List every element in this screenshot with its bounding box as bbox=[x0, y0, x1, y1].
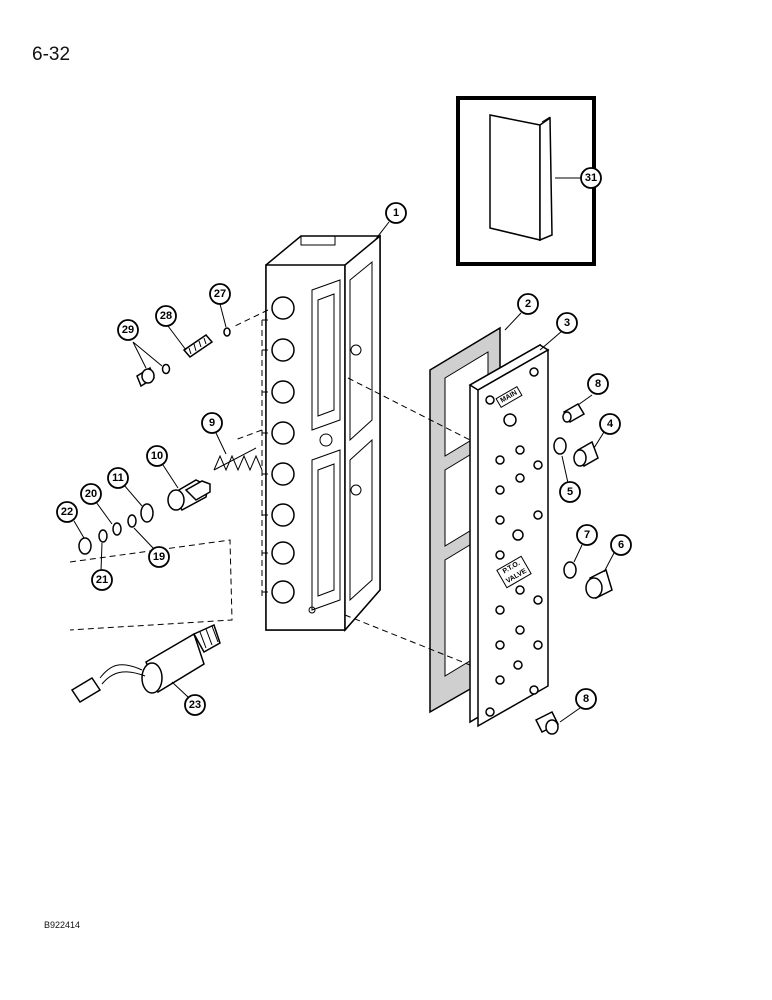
callout-8-upper: 8 bbox=[587, 373, 609, 395]
o-ring-5 bbox=[553, 437, 567, 455]
callout-19: 19 bbox=[148, 546, 170, 568]
svg-text:19: 19 bbox=[153, 551, 165, 563]
washer-19 bbox=[127, 514, 137, 528]
check-valve-insert bbox=[182, 334, 214, 358]
inset-box bbox=[456, 96, 596, 266]
svg-text:31: 31 bbox=[585, 172, 597, 184]
svg-text:8: 8 bbox=[583, 693, 589, 705]
svg-text:6: 6 bbox=[618, 539, 624, 551]
o-ring-29 bbox=[161, 363, 171, 375]
callout-9: 9 bbox=[201, 412, 223, 434]
callout-22: 22 bbox=[56, 501, 78, 523]
svg-text:9: 9 bbox=[209, 417, 215, 429]
callout-11: 11 bbox=[107, 467, 129, 489]
plate-holes bbox=[485, 367, 543, 717]
svg-text:20: 20 bbox=[85, 488, 97, 500]
bolt-8-upper bbox=[562, 402, 586, 424]
bolt-8-lower bbox=[534, 710, 560, 735]
svg-text:1: 1 bbox=[393, 207, 399, 219]
svg-text:4: 4 bbox=[607, 418, 614, 430]
svg-text:29: 29 bbox=[122, 324, 134, 336]
callout-27: 27 bbox=[209, 283, 231, 305]
cover-plate: MAIN P.T.O. VALVE bbox=[468, 343, 550, 728]
valve-body bbox=[265, 234, 381, 632]
svg-text:11: 11 bbox=[112, 472, 124, 484]
svg-text:7: 7 bbox=[584, 529, 590, 541]
callout-2: 2 bbox=[517, 293, 539, 315]
callout-23: 23 bbox=[184, 694, 206, 716]
svg-text:22: 22 bbox=[61, 506, 73, 518]
callout-5: 5 bbox=[559, 481, 581, 503]
svg-text:23: 23 bbox=[189, 699, 201, 711]
svg-text:10: 10 bbox=[151, 450, 163, 462]
spring bbox=[213, 447, 263, 472]
o-ring-27 bbox=[223, 327, 231, 337]
svg-text:5: 5 bbox=[567, 486, 573, 498]
svg-text:3: 3 bbox=[564, 317, 570, 329]
callout-1: 1 bbox=[385, 202, 407, 224]
callout-4: 4 bbox=[599, 413, 621, 435]
page-number: 6-32 bbox=[32, 44, 71, 65]
plug-4 bbox=[573, 440, 599, 468]
leader-lines bbox=[73, 177, 615, 723]
callout-10: 10 bbox=[146, 445, 168, 467]
plug bbox=[136, 366, 155, 388]
svg-text:27: 27 bbox=[214, 288, 226, 300]
figure-code: B922414 bbox=[44, 920, 81, 930]
svg-text:8: 8 bbox=[595, 378, 601, 390]
shield-part bbox=[489, 114, 553, 242]
valve-bores bbox=[271, 296, 295, 604]
callout-7: 7 bbox=[576, 524, 598, 546]
o-ring-20 bbox=[112, 522, 122, 536]
callout-31: 31 bbox=[580, 167, 602, 189]
svg-text:21: 21 bbox=[96, 574, 108, 586]
plug-6 bbox=[585, 568, 613, 600]
svg-text:28: 28 bbox=[160, 310, 172, 322]
callout-3: 3 bbox=[556, 312, 578, 334]
snap-ring bbox=[140, 503, 154, 523]
callout-20: 20 bbox=[80, 483, 102, 505]
callout-6: 6 bbox=[610, 534, 632, 556]
svg-text:2: 2 bbox=[525, 298, 531, 310]
o-ring-7 bbox=[563, 561, 577, 579]
spool bbox=[167, 479, 211, 511]
o-ring-22 bbox=[78, 537, 92, 555]
callout-28: 28 bbox=[155, 305, 177, 327]
callout-21: 21 bbox=[91, 569, 113, 591]
callout-8-lower: 8 bbox=[575, 688, 597, 710]
callout-29: 29 bbox=[117, 319, 139, 341]
solenoid bbox=[70, 623, 221, 704]
dashed-bore-guides bbox=[261, 319, 272, 600]
washer-21 bbox=[98, 529, 108, 543]
